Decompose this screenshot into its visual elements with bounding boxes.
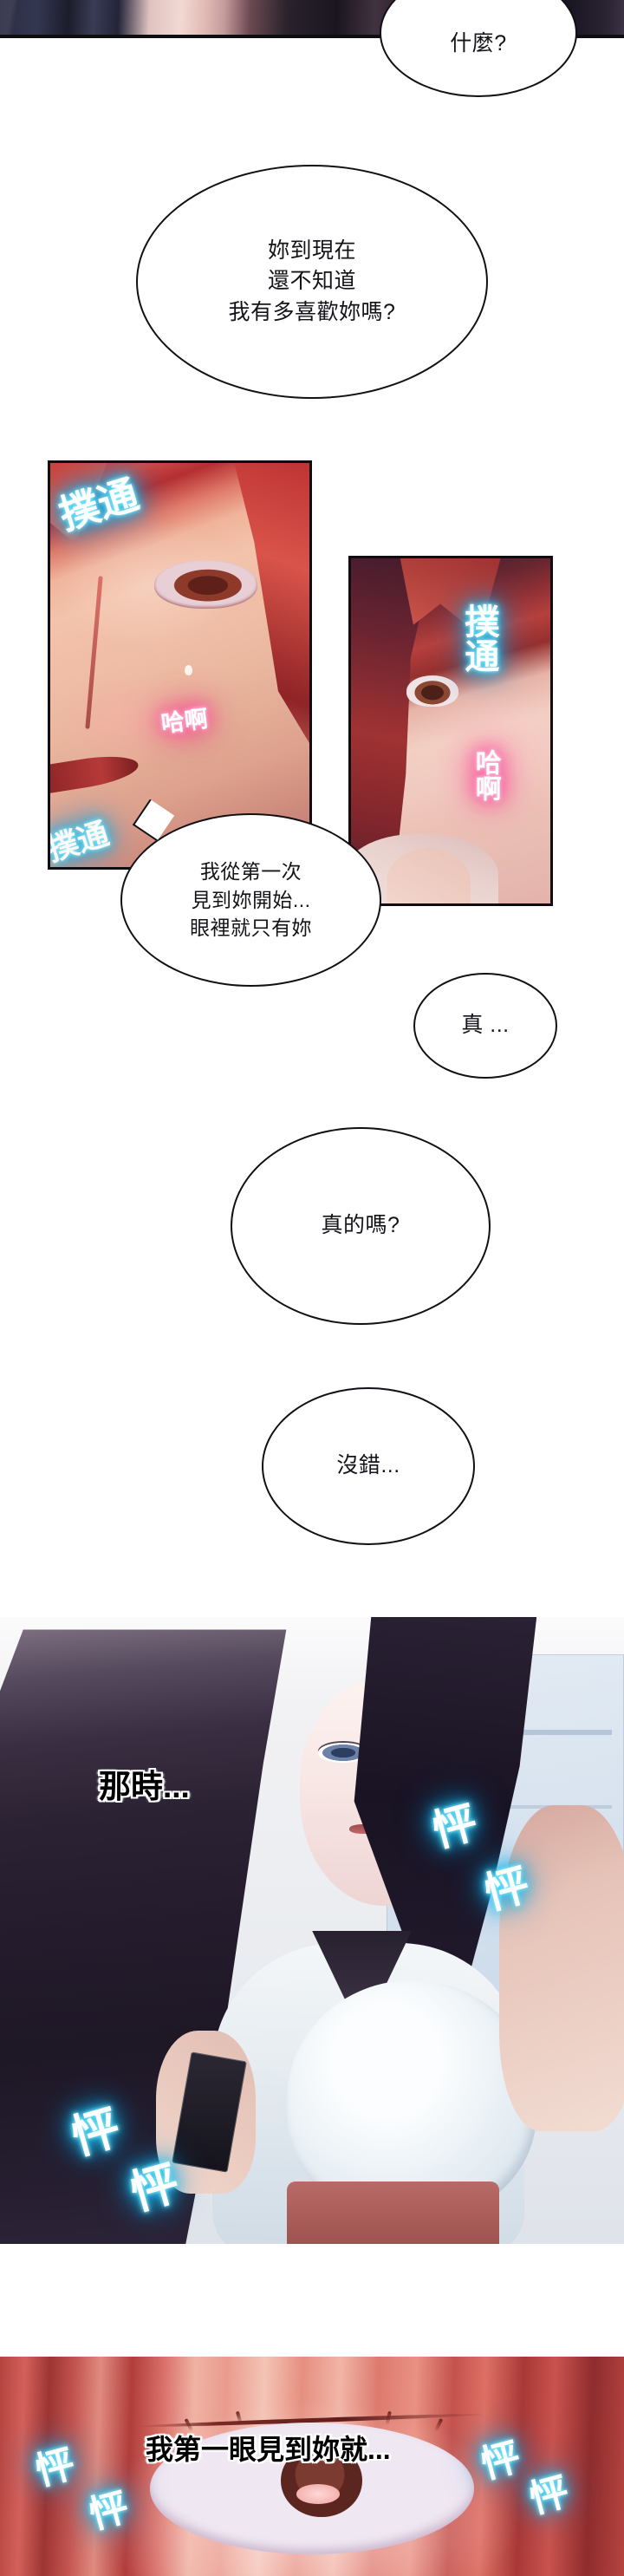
male-face-closeup-panel: 撲通 哈啊 撲通	[48, 460, 312, 870]
speech-bubble-confession-text: 妳到現在 還不知道 我有多喜歡妳嗎?	[228, 238, 396, 324]
caption-back-then: 那時...	[99, 1769, 190, 1804]
speech-bubble-confession: 妳到現在 還不知道 我有多喜歡妳嗎?	[136, 165, 488, 399]
sfx-thump-eye-right-b: 怦	[525, 2470, 574, 2521]
sfx-thump-eye-right-a: 怦	[477, 2436, 525, 2487]
female-hand	[387, 848, 471, 903]
eyelash-d	[433, 2417, 444, 2432]
caption-first-look: 我第一眼見到妳就...	[146, 2434, 391, 2465]
eye-specular-highlight	[287, 2449, 312, 2460]
female-face-closeup-panel: 撲通 哈啊	[348, 556, 553, 906]
sfx-breath-female: 哈啊	[471, 749, 500, 801]
classroom-girl-full-panel: 那時... 怦 怦 怦 怦	[0, 1617, 624, 2244]
sfx-thump-eye-left-b: 怦	[85, 2486, 133, 2537]
speech-bubble-first-sight-text: 我從第一次 見到妳開始... 眼裡就只有妳	[190, 860, 312, 940]
male-eye	[153, 559, 258, 609]
sfx-thump-eye-left-a: 怦	[31, 2442, 80, 2494]
sfx-breath-male: 哈啊	[159, 705, 210, 738]
female-bangs	[399, 558, 503, 636]
sfx-heartbeat-male-bottom: 撲通	[48, 815, 114, 868]
speech-bubble-really-short-text: 真 ...	[461, 1013, 510, 1038]
speech-bubble-really-text: 真的嗎?	[321, 1213, 400, 1238]
eye-closeup-panel: 我第一眼見到妳就... 怦 怦 怦 怦	[0, 2357, 624, 2576]
sweat-drop	[185, 665, 193, 675]
hair-strand	[85, 576, 103, 730]
speech-bubble-what-text: 什麼?	[450, 31, 507, 56]
shirt-chest-highlight	[287, 1980, 537, 2220]
speech-bubble-really-short: 真 ...	[413, 973, 557, 1079]
speech-bubble-really: 真的嗎?	[231, 1127, 491, 1325]
hair-shape-left	[50, 463, 114, 544]
skirt	[287, 2181, 499, 2244]
girl-eye-left	[318, 1742, 368, 1763]
right-arm	[499, 1804, 624, 2131]
hair-shape-right	[230, 463, 309, 786]
iris-lower-glow	[296, 2483, 341, 2504]
speech-bubble-first-sight: 我從第一次 見到妳開始... 眼裡就只有妳	[120, 813, 381, 987]
male-lips	[50, 750, 140, 793]
speech-bubble-thats-right: 沒錯...	[262, 1387, 475, 1545]
speech-bubble-thats-right-text: 沒錯...	[336, 1453, 400, 1478]
female-eye	[406, 675, 459, 708]
speech-bubble-what: 什麼?	[380, 0, 577, 97]
